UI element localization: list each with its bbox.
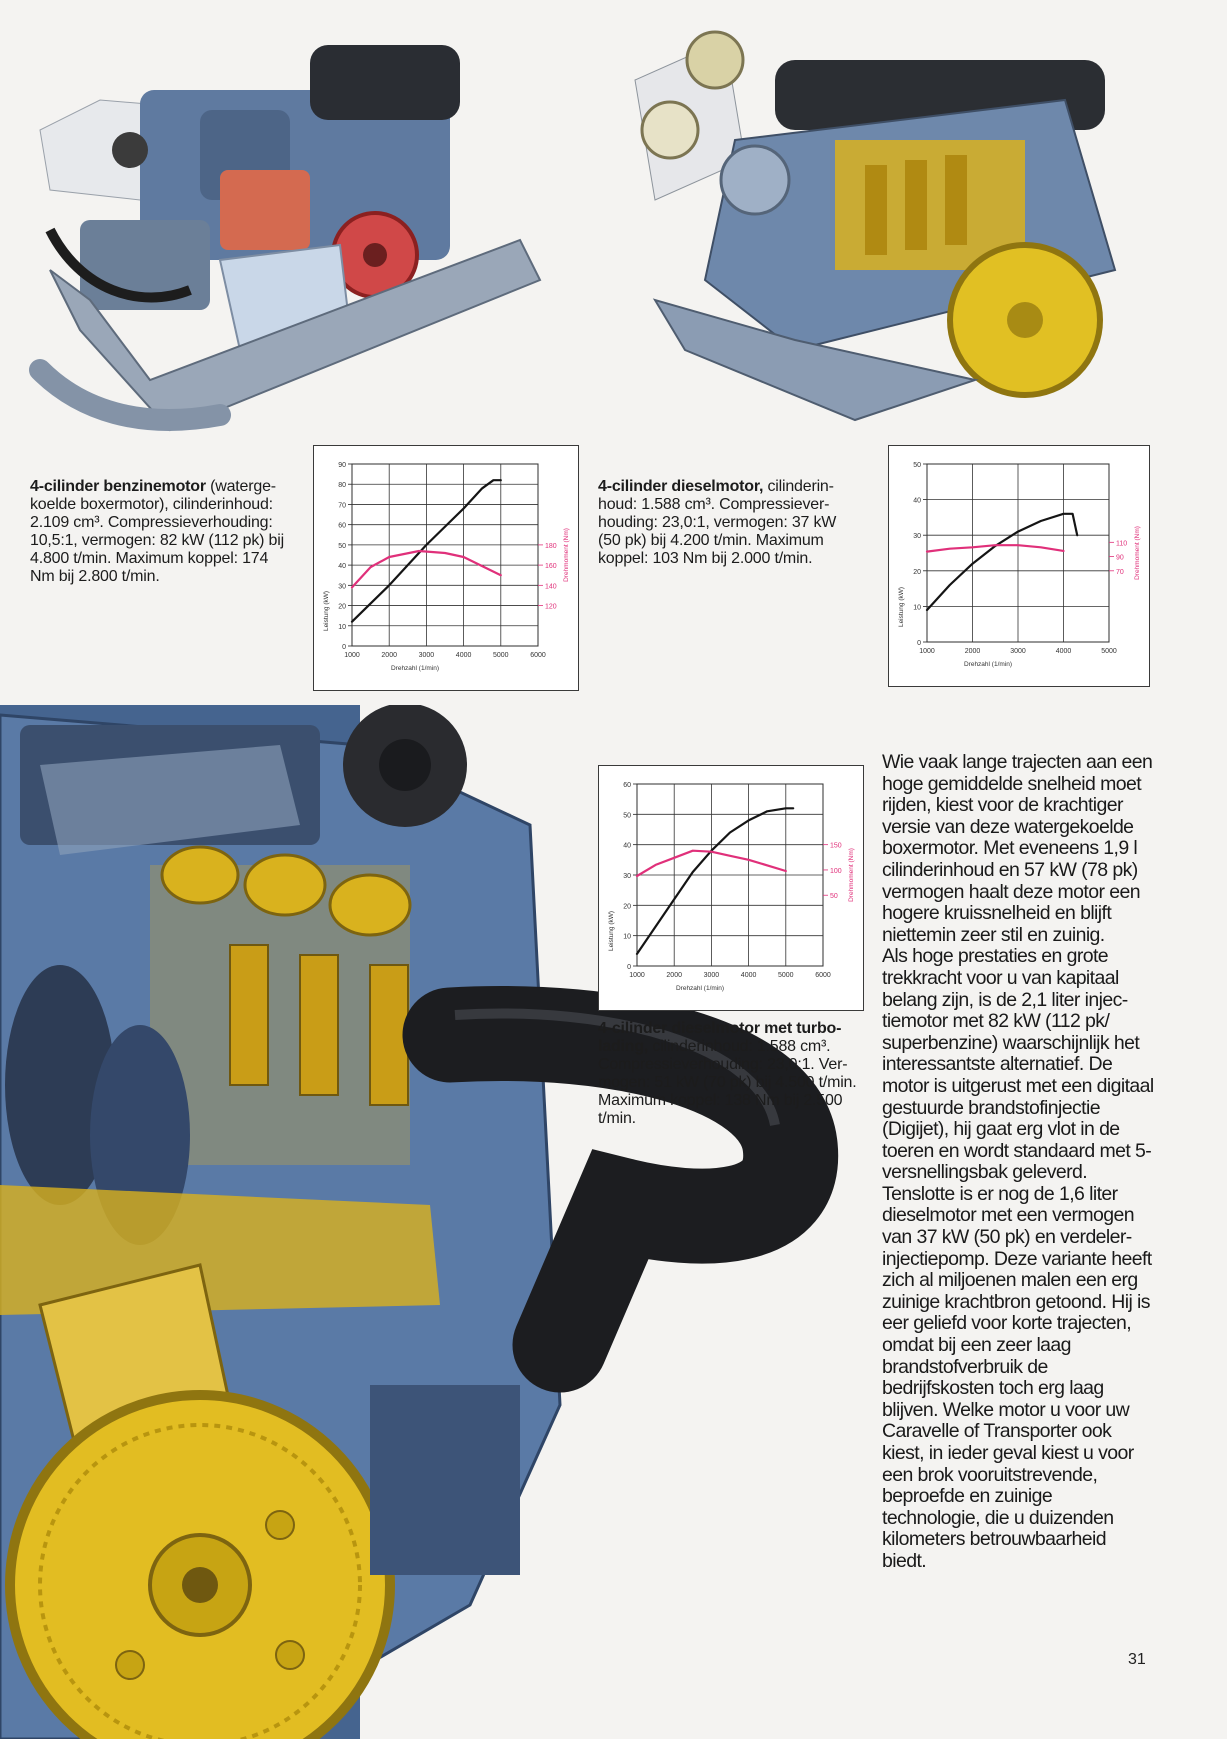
benzine-engine-caption: 4-cilinder benzinemotor (waterge­koelde … <box>30 478 292 586</box>
plot-area <box>351 463 539 647</box>
turbo-caption-title: 4-cilinder dieselmotor met turbo­lading, <box>598 1020 842 1055</box>
y-tick-label: 0 <box>627 964 631 971</box>
body-text-column: Wie vaak lange trajecten aan een hoge ge… <box>882 751 1154 1573</box>
y-tick-label: 40 <box>623 843 631 850</box>
x-tick-label: 1000 <box>919 648 935 655</box>
x-tick-label: 3000 <box>704 972 720 979</box>
y-tick-label: 30 <box>913 533 921 540</box>
diesel-engine-caption: 4-cilinder dieselmotor, cilinderin­houd:… <box>598 478 860 568</box>
y-axis-label: Leistung (kW) <box>323 591 330 631</box>
y-tick-label: 50 <box>623 812 631 819</box>
benzine-engine-illustration <box>20 30 580 450</box>
x-tick-label: 6000 <box>815 972 831 979</box>
x-tick-label: 5000 <box>778 972 794 979</box>
x-tick-label: 1000 <box>629 972 645 979</box>
x-tick-label: 6000 <box>530 652 546 659</box>
y-axis-label: Leistung (kW) <box>898 587 905 627</box>
y2-axis-label: Drehmoment (Nm) <box>1134 526 1141 580</box>
y-tick-label: 60 <box>623 782 631 789</box>
x-tick-label: 2000 <box>381 652 397 659</box>
torque-curve <box>925 544 1065 553</box>
power-curve <box>350 479 502 623</box>
y-tick-label: 20 <box>623 903 631 910</box>
power-curve <box>635 807 795 955</box>
x-axis-label: Drehzahl (1/min) <box>391 665 439 672</box>
y-tick-label: 20 <box>338 604 346 611</box>
y-tick-label: 50 <box>338 543 346 550</box>
benzine-power-torque-chart: 0 10 20 30 40 50 60 70 80 90 1000 2000 3000 4000 5000 6… <box>313 445 579 691</box>
y-tick-label: 30 <box>623 873 631 880</box>
y2-tick-label: 180 <box>545 543 557 550</box>
y-tick-label: 0 <box>342 644 346 651</box>
y2-tick-label: 70 <box>1116 569 1124 576</box>
page-number: 31 <box>1128 1651 1146 1668</box>
x-tick-label: 5000 <box>493 652 509 659</box>
x-tick-label: 3000 <box>1010 648 1026 655</box>
turbo-caption-text: cilinderinhoud: 1.588 cm³. Compressiever… <box>598 1038 857 1127</box>
x-tick-label: 1000 <box>344 652 360 659</box>
y-tick-label: 40 <box>913 498 921 505</box>
y2-tick-label: 160 <box>545 563 557 570</box>
y-axis-label: Leistung (kW) <box>608 911 615 951</box>
y2-tick-label: 150 <box>830 843 842 850</box>
x-tick-label: 4000 <box>1056 648 1072 655</box>
x-tick-label: 2000 <box>965 648 981 655</box>
torque-curve <box>350 549 502 589</box>
y-tick-label: 80 <box>338 482 346 489</box>
diesel-caption-title: 4-cilinder dieselmotor, <box>598 478 764 495</box>
y2-axis-label: Drehmoment (Nm) <box>563 528 570 582</box>
y-tick-label: 30 <box>338 583 346 590</box>
y-tick-label: 40 <box>338 563 346 570</box>
x-tick-label: 3000 <box>419 652 435 659</box>
benzine-caption-text: (waterge­koelde boxermotor), cilinderinh… <box>30 478 284 585</box>
y2-axis-label: Drehmoment (Nm) <box>848 848 855 902</box>
y-tick-label: 0 <box>917 640 921 647</box>
diesel-caption-text: cilinderin­houd: 1.588 cm³. Compressieve… <box>598 478 837 567</box>
y-tick-label: 20 <box>913 569 921 576</box>
x-axis-label: Drehzahl (1/min) <box>964 661 1012 668</box>
y-tick-label: 10 <box>913 604 921 611</box>
y2-tick-label: 100 <box>830 868 842 875</box>
torque-curve <box>635 849 787 878</box>
body-paragraph: Als hoge prestaties en grote trekkracht … <box>882 945 1154 1184</box>
y2-tick-label: 50 <box>830 893 838 900</box>
y2-tick-label: 120 <box>545 604 557 611</box>
x-tick-label: 5000 <box>1101 648 1117 655</box>
x-tick-label: 2000 <box>666 972 682 979</box>
y2-tick-label: 140 <box>545 583 557 590</box>
turbo-diesel-power-torque-chart: 0 10 20 30 40 50 60 1000 2000 3000 4000 5000 6000 50 1… <box>598 765 864 1011</box>
y2-tick-label: 110 <box>1116 540 1127 547</box>
y-tick-label: 70 <box>338 502 346 509</box>
y-tick-label: 60 <box>338 523 346 530</box>
y2-tick-label: 90 <box>1116 555 1124 562</box>
turbo-diesel-engine-illustration <box>0 705 880 1739</box>
x-tick-label: 4000 <box>456 652 472 659</box>
y-tick-label: 10 <box>338 624 346 631</box>
y-tick-label: 90 <box>338 462 346 469</box>
y-tick-label: 50 <box>913 462 921 469</box>
turbo-diesel-engine-caption: 4-cilinder dieselmotor met turbo­lading,… <box>598 1020 870 1128</box>
x-axis-label: Drehzahl (1/min) <box>676 985 724 992</box>
body-paragraph: Tenslotte is er nog de 1,6 liter dieselm… <box>882 1182 1152 1572</box>
body-paragraph: Wie vaak lange trajecten aan een hoge ge… <box>882 751 1153 946</box>
benzine-caption-title: 4-cilinder benzinemotor <box>30 478 206 495</box>
x-tick-label: 4000 <box>741 972 757 979</box>
diesel-engine-illustration <box>595 20 1155 440</box>
power-curve <box>925 512 1079 612</box>
y-tick-label: 10 <box>623 934 631 941</box>
